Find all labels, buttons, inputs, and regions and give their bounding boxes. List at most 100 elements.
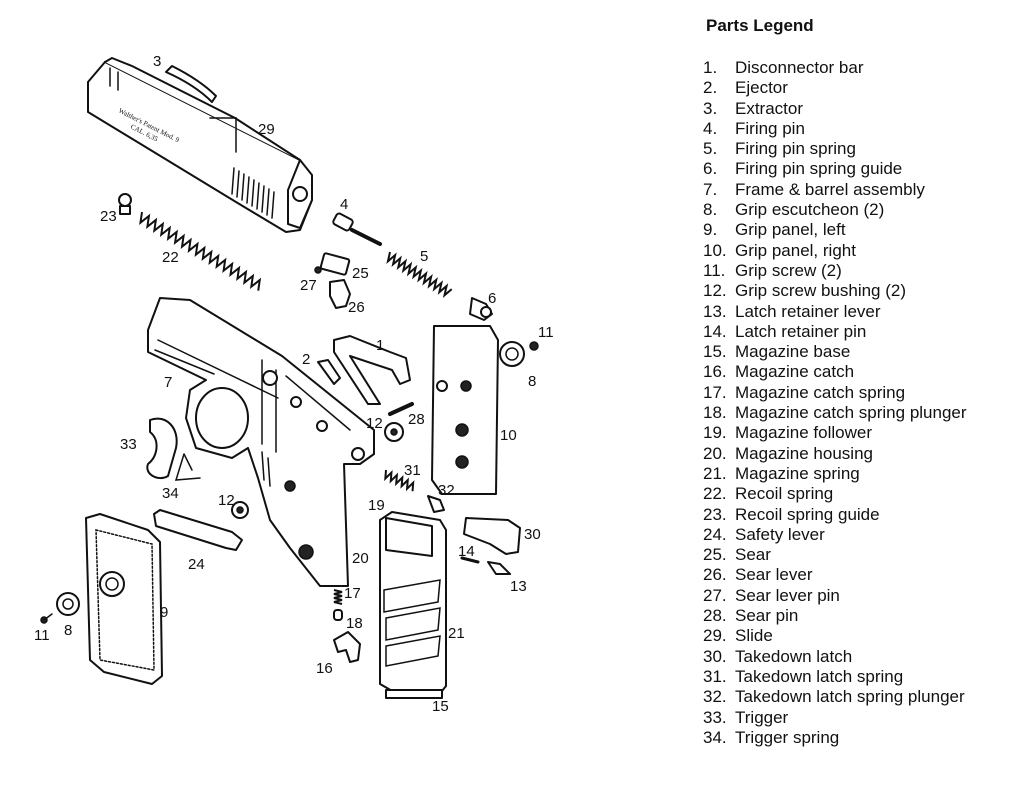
part-grip-escutcheon-lower [56, 592, 80, 616]
legend-item-number: 18. [703, 403, 727, 423]
callout-6: 6 [488, 290, 496, 307]
legend-item-number: 6. [703, 159, 718, 179]
part-sear-pin [388, 402, 414, 416]
callout-33: 33 [120, 436, 137, 453]
exploded-view-diagram: Walther's Patent Mod. 9 CAL. 6,35 [34, 53, 554, 715]
part-grip-screw-bushing-upper [384, 422, 404, 442]
legend-item: 2.Ejector [700, 78, 1020, 98]
callout-29: 29 [258, 121, 275, 138]
legend-item: 25.Sear [700, 545, 1020, 565]
callout-34: 34 [162, 485, 179, 502]
legend-item-name: Recoil spring [735, 484, 834, 504]
legend-item-name: Latch retainer lever [735, 301, 881, 321]
legend-item-number: 24. [703, 524, 727, 544]
callout-11-upper: 11 [538, 324, 554, 341]
legend-item-number: 29. [703, 626, 727, 646]
callout-30: 30 [524, 526, 541, 543]
part-safety-lever [153, 509, 243, 551]
legend-item-number: 10. [703, 240, 727, 260]
legend-item-number: 21. [703, 463, 727, 483]
legend-item: 15.Magazine base [700, 342, 1020, 362]
callout-32: 32 [438, 482, 455, 499]
legend-item-name: Takedown latch spring plunger [735, 687, 965, 707]
part-recoil-spring-guide [118, 193, 132, 215]
legend-item: 27.Sear lever pin [700, 586, 1020, 606]
legend-item: 16. Magazine catch [700, 362, 1020, 382]
legend-item-number: 5. [703, 139, 718, 159]
legend-item-number: 22. [703, 484, 727, 504]
legend-item: 7.Frame & barrel assembly [700, 180, 1020, 200]
callout-15: 15 [432, 698, 449, 715]
legend-item-name: Grip screw (2) [735, 260, 842, 280]
callout-13: 13 [510, 578, 527, 595]
legend-item-name: Safety lever [735, 524, 825, 544]
part-latch-retainer-lever [487, 561, 511, 575]
callout-28: 28 [408, 411, 425, 428]
legend-item-number: 1. [703, 58, 718, 77]
legend-item-number: 13. [703, 301, 727, 321]
legend-item-number: 23. [703, 504, 727, 524]
legend-item: 34.Trigger spring [700, 728, 1020, 748]
legend-item-number: 19. [703, 423, 727, 443]
legend-item-name: Sear [735, 545, 771, 565]
legend-item-name: Grip panel, left [735, 220, 846, 240]
part-recoil-spring [139, 211, 262, 291]
callout-8-upper: 8 [528, 373, 536, 390]
part-grip-escutcheon-upper [499, 341, 525, 367]
legend-title: Parts Legend [706, 16, 814, 35]
callout-2: 2 [302, 351, 310, 368]
legend-item-number: 33. [703, 707, 727, 727]
part-grip-panel-left [85, 513, 163, 685]
legend-item-number: 14. [703, 321, 727, 341]
part-magazine-base [385, 689, 443, 699]
legend-item-number: 31. [703, 666, 727, 686]
callout-23: 23 [100, 208, 117, 225]
part-takedown-latch-spring-plunger [427, 495, 445, 513]
callout-18: 18 [346, 615, 363, 632]
legend-item: 4.Firing pin [700, 119, 1020, 139]
legend-item-number: 3. [703, 98, 718, 118]
legend-item-number: 7. [703, 179, 718, 199]
callout-25: 25 [352, 265, 369, 282]
legend-item-name: Firing pin [735, 118, 805, 138]
legend-item-number: 34. [703, 727, 727, 747]
part-grip-screw-bushing-lower [231, 501, 249, 519]
legend-item-name: Sear lever [735, 565, 813, 585]
part-latch-retainer-pin [460, 556, 480, 564]
callout-14: 14 [458, 543, 475, 560]
legend-item: 10.Grip panel, right [700, 241, 1020, 261]
legend-item-name: Latch retainer pin [735, 321, 867, 341]
legend-item: 20. Magazine housing [700, 444, 1020, 464]
part-firing-pin [332, 212, 382, 246]
part-magazine-catch-spring [333, 589, 343, 605]
legend-item: 1.Disconnector bar [700, 58, 1020, 78]
callout-31: 31 [404, 462, 421, 479]
part-slide: Walther's Patent Mod. 9 CAL. 6,35 [87, 57, 313, 233]
legend-item: 29.Slide [700, 626, 1020, 646]
part-firing-pin-spring-guide [469, 297, 493, 321]
callout-26: 26 [348, 299, 365, 316]
legend-item-name: Recoil spring guide [735, 504, 880, 524]
legend-item: 31.Takedown latch spring [700, 667, 1020, 687]
legend-item-number: 16. [703, 362, 727, 382]
legend-item-name: Magazine follower [735, 423, 873, 443]
legend-item-number: 12. [703, 281, 727, 301]
legend-item: 33.Trigger [700, 708, 1020, 728]
legend-item-name: Magazine housing [735, 443, 873, 463]
legend-item-name: Magazine catch [735, 362, 855, 382]
callout-27: 27 [300, 277, 317, 294]
callout-11-lower: 11 [34, 627, 50, 644]
legend-item-name: Magazine spring [735, 463, 860, 483]
part-trigger [146, 417, 178, 480]
part-sear-lever-pin [314, 266, 322, 274]
legend-item: 22. Recoil spring [700, 484, 1020, 504]
legend-item-number: 17. [703, 382, 727, 402]
callout-12-lower: 12 [218, 492, 235, 509]
legend-item: 24. Safety lever [700, 525, 1020, 545]
part-sear-lever [329, 279, 351, 309]
legend-item-number: 20. [703, 443, 727, 463]
callout-10: 10 [500, 427, 517, 444]
legend-item-name: Takedown latch [735, 646, 853, 666]
part-sear [319, 252, 351, 276]
